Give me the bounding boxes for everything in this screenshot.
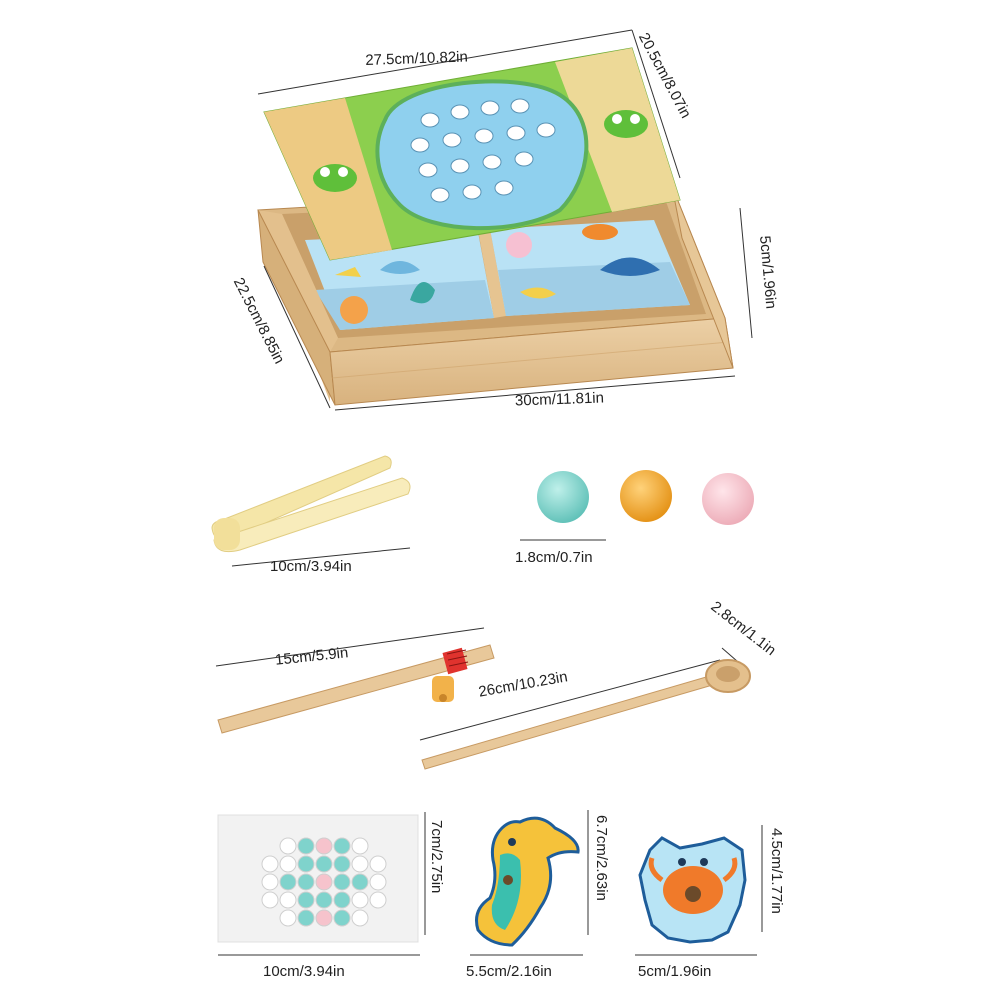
pattern-dot xyxy=(279,873,297,891)
board-hole xyxy=(450,104,470,120)
board-hole xyxy=(418,162,438,178)
pattern-dot xyxy=(279,891,297,909)
board-hole xyxy=(462,184,482,200)
pattern-dot xyxy=(333,909,351,927)
sea-card-right xyxy=(490,220,690,316)
board-hole xyxy=(510,98,530,114)
label-crab-width: 5cm/1.96in xyxy=(638,963,712,980)
pattern-dot xyxy=(315,837,333,855)
pattern-dot xyxy=(315,909,333,927)
pattern-dot xyxy=(351,855,369,873)
pattern-dot xyxy=(315,891,333,909)
pattern-dot xyxy=(279,909,297,927)
pattern-dot xyxy=(297,855,315,873)
pattern-dot xyxy=(333,891,351,909)
pattern-dot xyxy=(279,855,297,873)
label-box-width: 30cm/11.81in xyxy=(514,389,605,410)
frog-left xyxy=(313,164,357,192)
pattern-dot xyxy=(351,837,369,855)
pattern-dot xyxy=(333,873,351,891)
pond xyxy=(375,79,589,231)
label-tweezers: 10cm/3.94in xyxy=(270,558,352,575)
board-hole xyxy=(442,132,462,148)
label-ball: 1.8cm/0.7in xyxy=(515,549,593,566)
frog-right xyxy=(604,110,648,138)
pattern-dot xyxy=(297,873,315,891)
long-rod-with-ring xyxy=(421,659,751,770)
board-hole xyxy=(482,154,502,170)
pattern-dot xyxy=(369,855,387,873)
pattern-dot xyxy=(315,855,333,873)
pattern-dot xyxy=(333,855,351,873)
short-fishing-rod xyxy=(217,644,495,734)
crab-piece xyxy=(638,836,747,944)
pattern-dot xyxy=(369,891,387,909)
board-hole xyxy=(536,122,556,138)
label-crab-height: 4.5cm/1.77in xyxy=(768,828,785,914)
board-hole xyxy=(420,112,440,128)
board-hole xyxy=(514,151,534,167)
game-board xyxy=(263,47,681,261)
ball-orange xyxy=(620,470,672,522)
board-hole xyxy=(410,137,430,153)
thread-spool xyxy=(442,647,469,675)
label-card-width: 10cm/3.94in xyxy=(263,963,345,980)
pattern-dot xyxy=(351,873,369,891)
label-seahorse-height: 6.7cm/2.63in xyxy=(593,815,610,901)
board-hole xyxy=(474,128,494,144)
label-seahorse-width: 5.5cm/2.16in xyxy=(466,963,552,980)
pattern-dots xyxy=(261,837,387,927)
tweezers xyxy=(211,455,411,553)
pattern-dot xyxy=(279,837,297,855)
pattern-dot xyxy=(351,909,369,927)
pattern-dot xyxy=(315,873,333,891)
seahorse-piece xyxy=(475,816,580,947)
board-hole xyxy=(494,180,514,196)
pattern-dot xyxy=(297,909,315,927)
board-hole xyxy=(506,125,526,141)
board-holes xyxy=(410,98,556,203)
ball-pink xyxy=(702,473,754,525)
pattern-dot xyxy=(333,837,351,855)
pattern-card xyxy=(217,814,419,943)
pattern-dot xyxy=(261,873,279,891)
board-hole xyxy=(480,100,500,116)
board-hole xyxy=(450,158,470,174)
pattern-dot xyxy=(351,891,369,909)
pattern-dot xyxy=(261,855,279,873)
pattern-dot xyxy=(369,873,387,891)
ball-teal xyxy=(537,471,589,523)
label-board-width: 27.5cm/10.82in xyxy=(365,48,469,69)
dimension-lines xyxy=(215,29,763,956)
wooden-balls xyxy=(537,470,754,525)
board-hole xyxy=(430,187,450,203)
pattern-dot xyxy=(261,891,279,909)
pattern-dot xyxy=(297,891,315,909)
label-card-height: 7cm/2.75in xyxy=(428,820,445,894)
pattern-dot xyxy=(297,837,315,855)
